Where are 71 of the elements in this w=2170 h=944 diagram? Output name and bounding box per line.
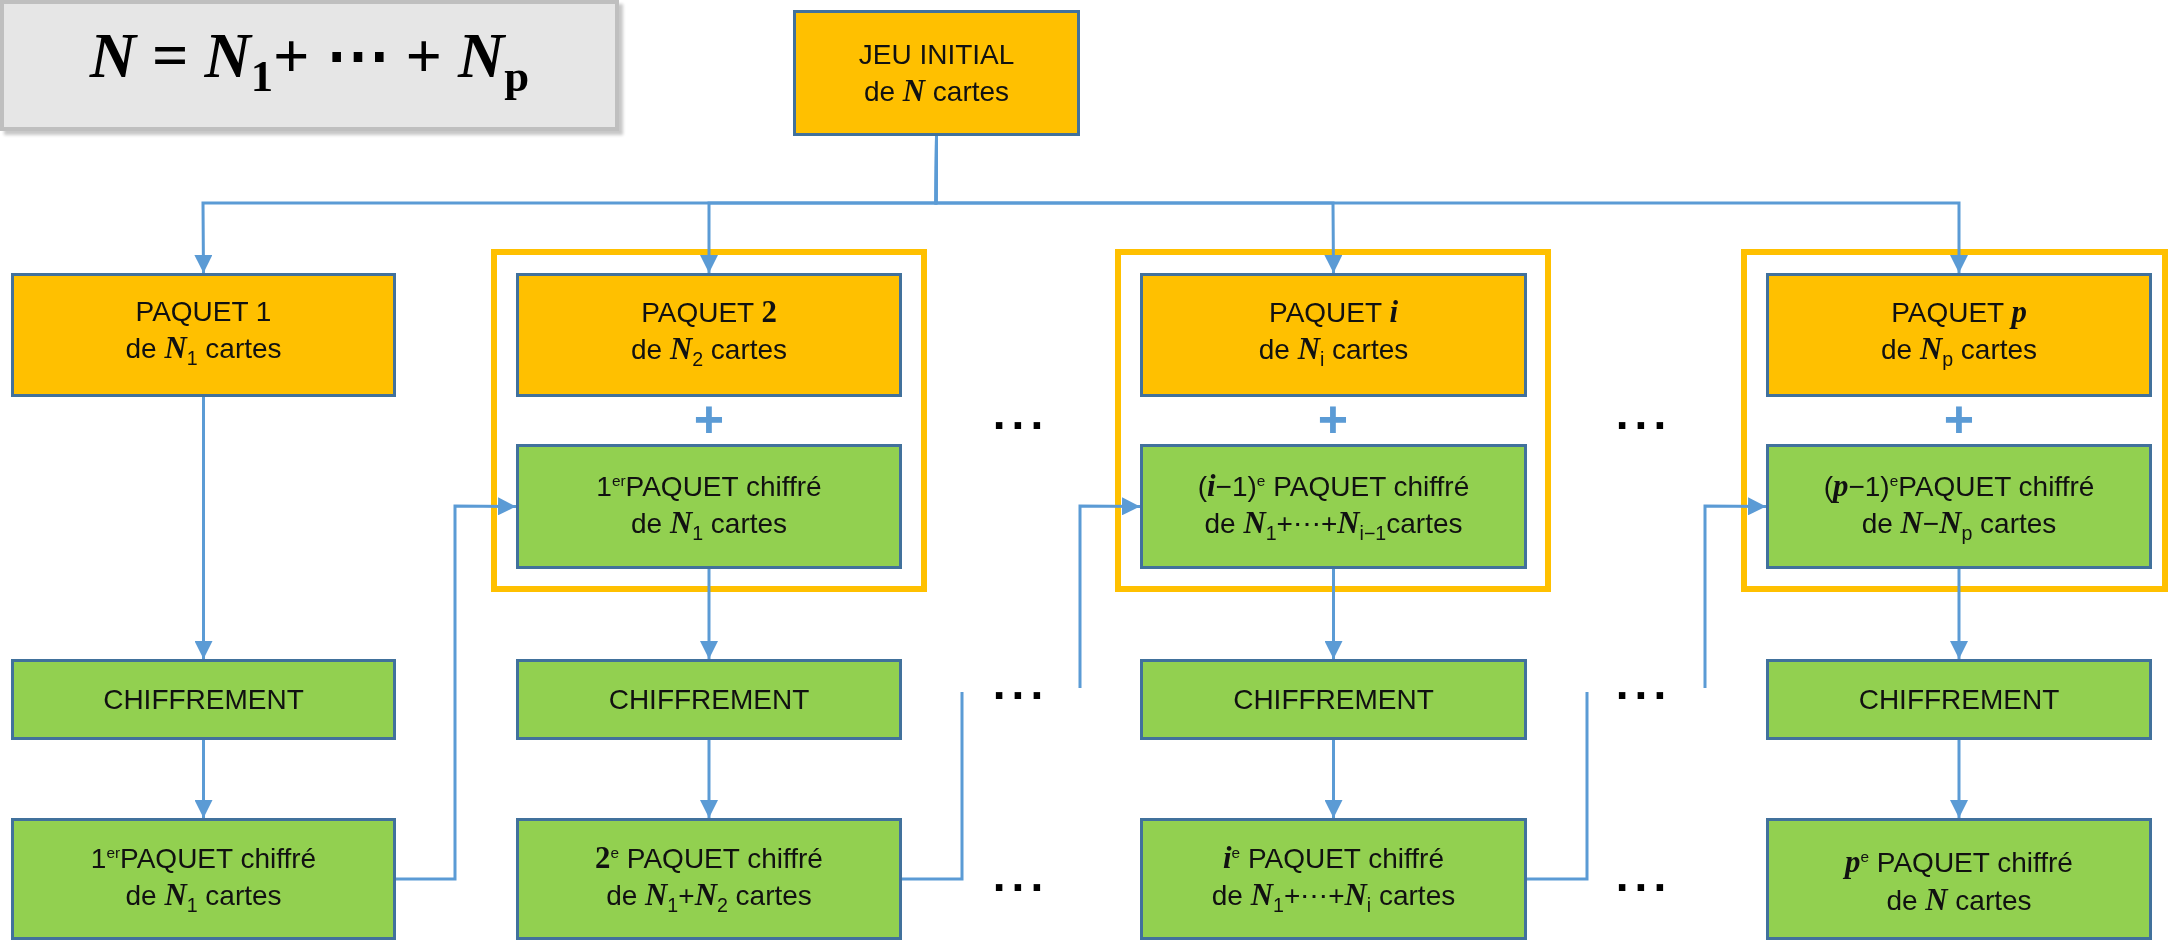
process-box: [516, 659, 902, 740]
box-title: JEU INITIAL: [858, 37, 1015, 72]
process-box: [1766, 273, 2152, 397]
arrow: [1950, 740, 1968, 818]
process-box: [1766, 659, 2152, 740]
box-text: de N$_{2}$ cartes: [630, 330, 788, 372]
process-box: [1140, 273, 1527, 397]
process-box: [11, 659, 396, 740]
box-text: de N$_{1}$ cartes: [630, 504, 788, 546]
arrow: [396, 497, 516, 881]
box-text: CHIFFREMENT: [608, 682, 810, 717]
box-text: CHIFFREMENT: [1233, 682, 1434, 717]
box-title: PAQUET i: [1269, 293, 1398, 331]
box-title: PAQUET 2: [641, 293, 777, 331]
box-text: de N$_{1}$+N$_{2}$ cartes: [606, 877, 812, 918]
box-text: de N$_{1}$ cartes: [125, 330, 282, 371]
box-text: CHIFFREMENT: [103, 682, 304, 717]
formula-text: N = N$_{1}$+ ⋯ + N$_{p}$: [89, 20, 530, 103]
process-box: [516, 444, 902, 569]
group-frame: [491, 249, 927, 592]
box-title: 2$^{e}$ PAQUET chiffré: [595, 840, 823, 878]
arrow: [1950, 569, 1968, 659]
arrow: [1324, 569, 1343, 659]
connector-line: [902, 692, 964, 881]
box-text: de N cartes: [1886, 881, 2032, 919]
process-box: [1766, 818, 2152, 940]
box-text: de N−N$_{p}$ cartes: [1861, 504, 2057, 546]
box-title: i$^{e}$ PAQUET chiffré: [1223, 840, 1444, 878]
group-frame: [1115, 249, 1551, 592]
process-box: [793, 10, 1080, 136]
formula-box: [0, 0, 619, 131]
process-box: [516, 273, 902, 397]
process-box: [516, 818, 902, 940]
process-box: [11, 273, 396, 397]
box-text: de N cartes: [863, 72, 1010, 110]
arrow: [700, 740, 718, 818]
box-title: 1$^{er}$PAQUET chiffré: [90, 842, 317, 877]
box-text: de N$_{1}$ cartes: [125, 877, 282, 918]
arrow: [700, 569, 718, 659]
ellipsis-text: ...: [1615, 398, 1673, 438]
box-text: de N$_{i}$ cartes: [1258, 330, 1409, 372]
arrow: [194, 740, 213, 818]
process-box: [1140, 444, 1527, 569]
process-box: [1766, 444, 2152, 569]
ellipsis-text: ...: [1615, 668, 1673, 708]
arrow: [194, 397, 213, 659]
box-text: CHIFFREMENT: [1858, 682, 2060, 717]
group-frame: [1741, 249, 2168, 592]
ellipsis-text: ...: [1615, 860, 1673, 900]
arrow: [1703, 497, 1766, 688]
box-title: (p−1)$^{e}$PAQUET chiffré: [1823, 467, 2095, 505]
box-title: PAQUET 1: [135, 295, 272, 330]
box-text: de N$_{p}$ cartes: [1880, 330, 2038, 372]
box-title: (i−1)$^{e}$ PAQUET chiffré: [1197, 467, 1470, 505]
process-box: [1140, 659, 1527, 740]
box-title: p$^{e}$ PAQUET chiffré: [1845, 844, 2073, 882]
process-box: [11, 818, 396, 940]
connector-line: [1527, 692, 1589, 881]
plus-sign: +: [693, 397, 725, 441]
box-title: 1$^{er}$PAQUET chiffré: [596, 469, 822, 504]
arrow: [1324, 740, 1343, 818]
ellipsis-text: ...: [992, 668, 1050, 708]
plus-sign: +: [1317, 397, 1349, 441]
ellipsis-text: ...: [992, 398, 1050, 438]
plus-sign: +: [1943, 397, 1975, 441]
box-title: PAQUET p: [1891, 293, 2027, 331]
ellipsis-text: ...: [992, 860, 1050, 900]
arrow: [1078, 497, 1140, 688]
box-text: de N$_{1}$+⋯+N$_{i}$ cartes: [1211, 877, 1456, 918]
box-text: de N$_{1}$+⋯+N$_{i−1}$cartes: [1204, 504, 1463, 546]
process-box: [1140, 818, 1527, 940]
